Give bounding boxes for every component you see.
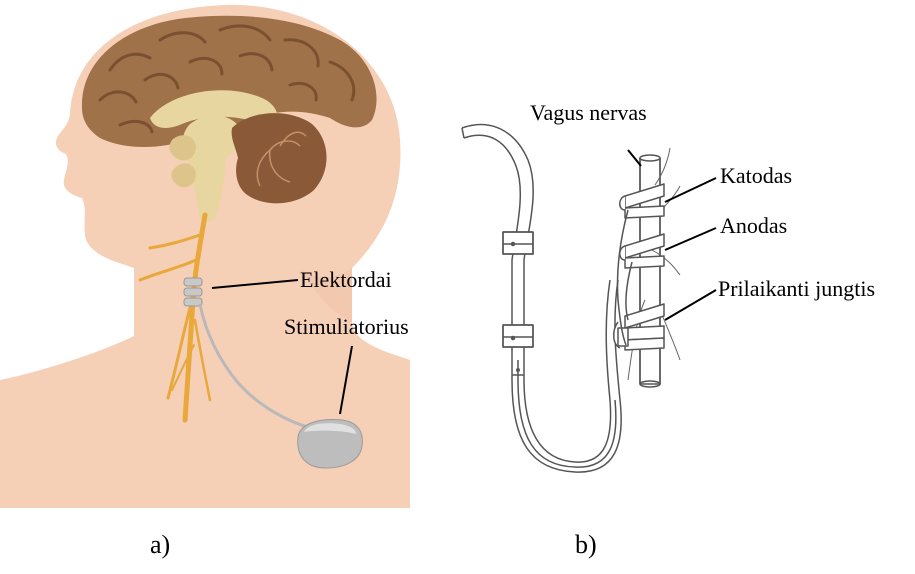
panel-a-illustration: Elektordai Stimuliatorius bbox=[0, 5, 410, 508]
label-stimulator: Stimuliatorius bbox=[284, 314, 409, 339]
label-vagus-nerve: Vagus nervas bbox=[530, 100, 647, 125]
caption-b: b) bbox=[575, 530, 597, 559]
electrodes-graphic bbox=[184, 278, 202, 306]
stimulator-device bbox=[298, 420, 363, 468]
label-anode: Anodas bbox=[720, 213, 787, 238]
label-cathode: Katodas bbox=[720, 163, 792, 188]
label-electrodes: Elektordai bbox=[300, 267, 392, 292]
cathode-leader bbox=[665, 178, 716, 202]
vagus-leader bbox=[628, 150, 641, 166]
label-anchor: Prilaikanti jungtis bbox=[718, 276, 875, 301]
caption-a: a) bbox=[150, 530, 170, 559]
panel-b-illustration bbox=[462, 125, 716, 473]
anchor-leader bbox=[665, 290, 716, 320]
anode-leader bbox=[665, 228, 716, 250]
lead-u-bend bbox=[512, 280, 621, 472]
lead-clips bbox=[503, 232, 533, 347]
cerebellum bbox=[232, 113, 327, 203]
